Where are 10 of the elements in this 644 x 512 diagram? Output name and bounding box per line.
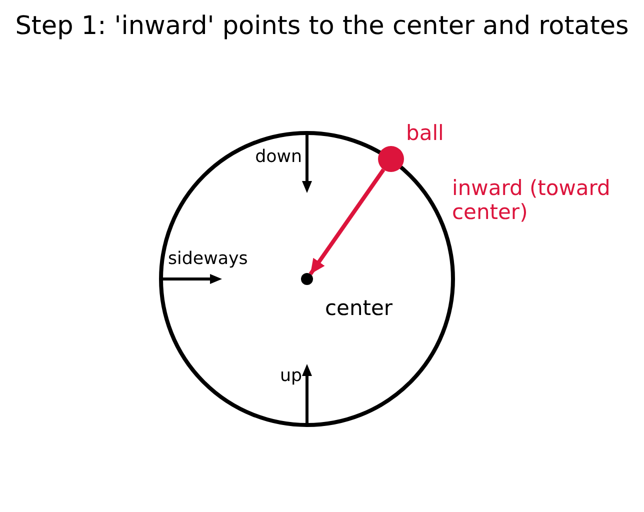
direction-label: up bbox=[280, 366, 302, 386]
diagram-title: Step 1: 'inward' points to the center and rotates bbox=[15, 12, 629, 42]
ball-dot bbox=[378, 146, 404, 172]
arrow bbox=[308, 168, 386, 276]
direction-label: sideways bbox=[168, 249, 248, 270]
center-dot bbox=[301, 273, 313, 285]
center-label: center bbox=[325, 296, 393, 320]
direction-label: down bbox=[255, 147, 302, 168]
edge-label: inward (toward center) bbox=[452, 176, 612, 224]
ball-label: ball bbox=[406, 121, 444, 146]
